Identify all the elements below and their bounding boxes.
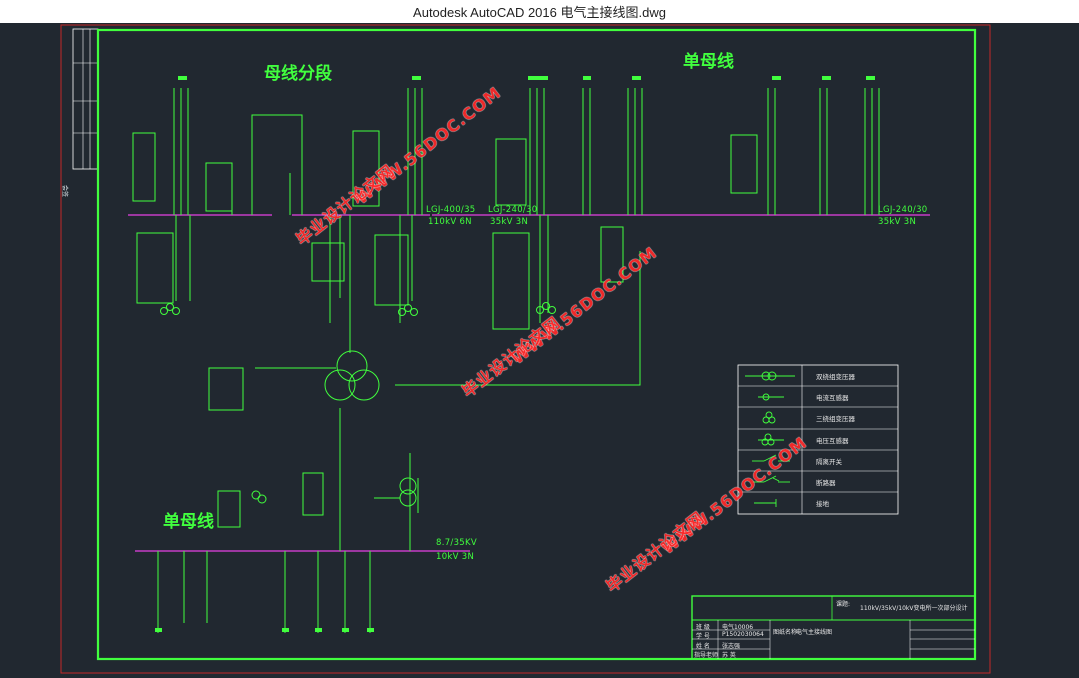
window-title: Autodesk AutoCAD 2016 电气主接线图.dwg <box>413 5 666 20</box>
title-block-key: 学 号 <box>696 633 710 640</box>
voltage-transformer-icon <box>758 433 784 446</box>
title-block <box>691 595 976 660</box>
bus-label-35kv-a: 35kV 3N <box>490 217 529 227</box>
circuit-breaker-icon <box>752 475 790 483</box>
paper-border <box>60 24 991 674</box>
heading-bus-section: 母线分段 <box>264 64 332 84</box>
ground-icon <box>754 499 777 507</box>
current-transformer-icon <box>758 393 784 401</box>
bus-label-lgj-240-b: LGJ-240/30 <box>878 205 928 215</box>
title-block-drawing-prefix: 图纸名称: <box>773 629 800 636</box>
title-block-value: 张志强 <box>722 643 741 650</box>
legend-label: 隔离开关 <box>816 458 842 466</box>
legend-label: 断路器 <box>816 479 836 487</box>
heading-single-bus-bottom: 单母线 <box>163 512 214 532</box>
disconnector-icon <box>752 454 790 462</box>
title-block-value: 电气10006 <box>722 624 754 631</box>
schematic-drawing <box>60 24 991 674</box>
title-block-drawing-name: 电气主接线图 <box>796 629 833 636</box>
heading-single-bus-top: 单母线 <box>683 52 734 72</box>
bus-label-10kv: 10kV 3N <box>436 552 475 562</box>
window-title-bar: Autodesk AutoCAD 2016 电气主接线图.dwg <box>0 0 1079 23</box>
legend-table <box>737 364 899 515</box>
bus-label-lgj-400: LGJ-400/35 <box>426 205 476 215</box>
drawing-canvas[interactable]: 母线分段 单母线 单母线 LGJ-400/35 110kV 6N LGJ-240… <box>0 23 1079 678</box>
title-block-key: 姓 名 <box>696 643 710 650</box>
title-block-value: 苏 英 <box>722 652 736 659</box>
bus-label-8-7-35kv: 8.7/35KV <box>436 538 477 548</box>
bus-label-110kv: 110kV 6N <box>428 217 472 227</box>
title-block-project: 110kV/35kV/10kV变电所一次部分设计 <box>860 605 968 612</box>
legend-label: 电压互感器 <box>816 437 849 445</box>
drawing-frame <box>96 28 977 661</box>
bus-label-35kv-b: 35kV 3N <box>878 217 917 227</box>
double-winding-transformer-icon <box>745 371 795 381</box>
bus-label-lgj-240-a: LGJ-240/30 <box>488 205 538 215</box>
legend-label: 双绕组变压器 <box>816 373 855 381</box>
three-winding-transformer-icon <box>762 411 776 424</box>
side-signature-label: 会签 <box>61 185 68 198</box>
binding-margin <box>72 28 99 170</box>
legend-label: 电流互感器 <box>816 394 849 402</box>
legend-label: 三绕组变压器 <box>816 415 855 423</box>
title-block-value: P1502030064 <box>722 631 764 638</box>
legend-label: 接地 <box>816 500 829 508</box>
title-block-key: 指导老师 <box>694 652 719 659</box>
title-block-key: 班 级 <box>696 624 710 631</box>
title-block-project-prefix: 课题: <box>836 601 851 608</box>
